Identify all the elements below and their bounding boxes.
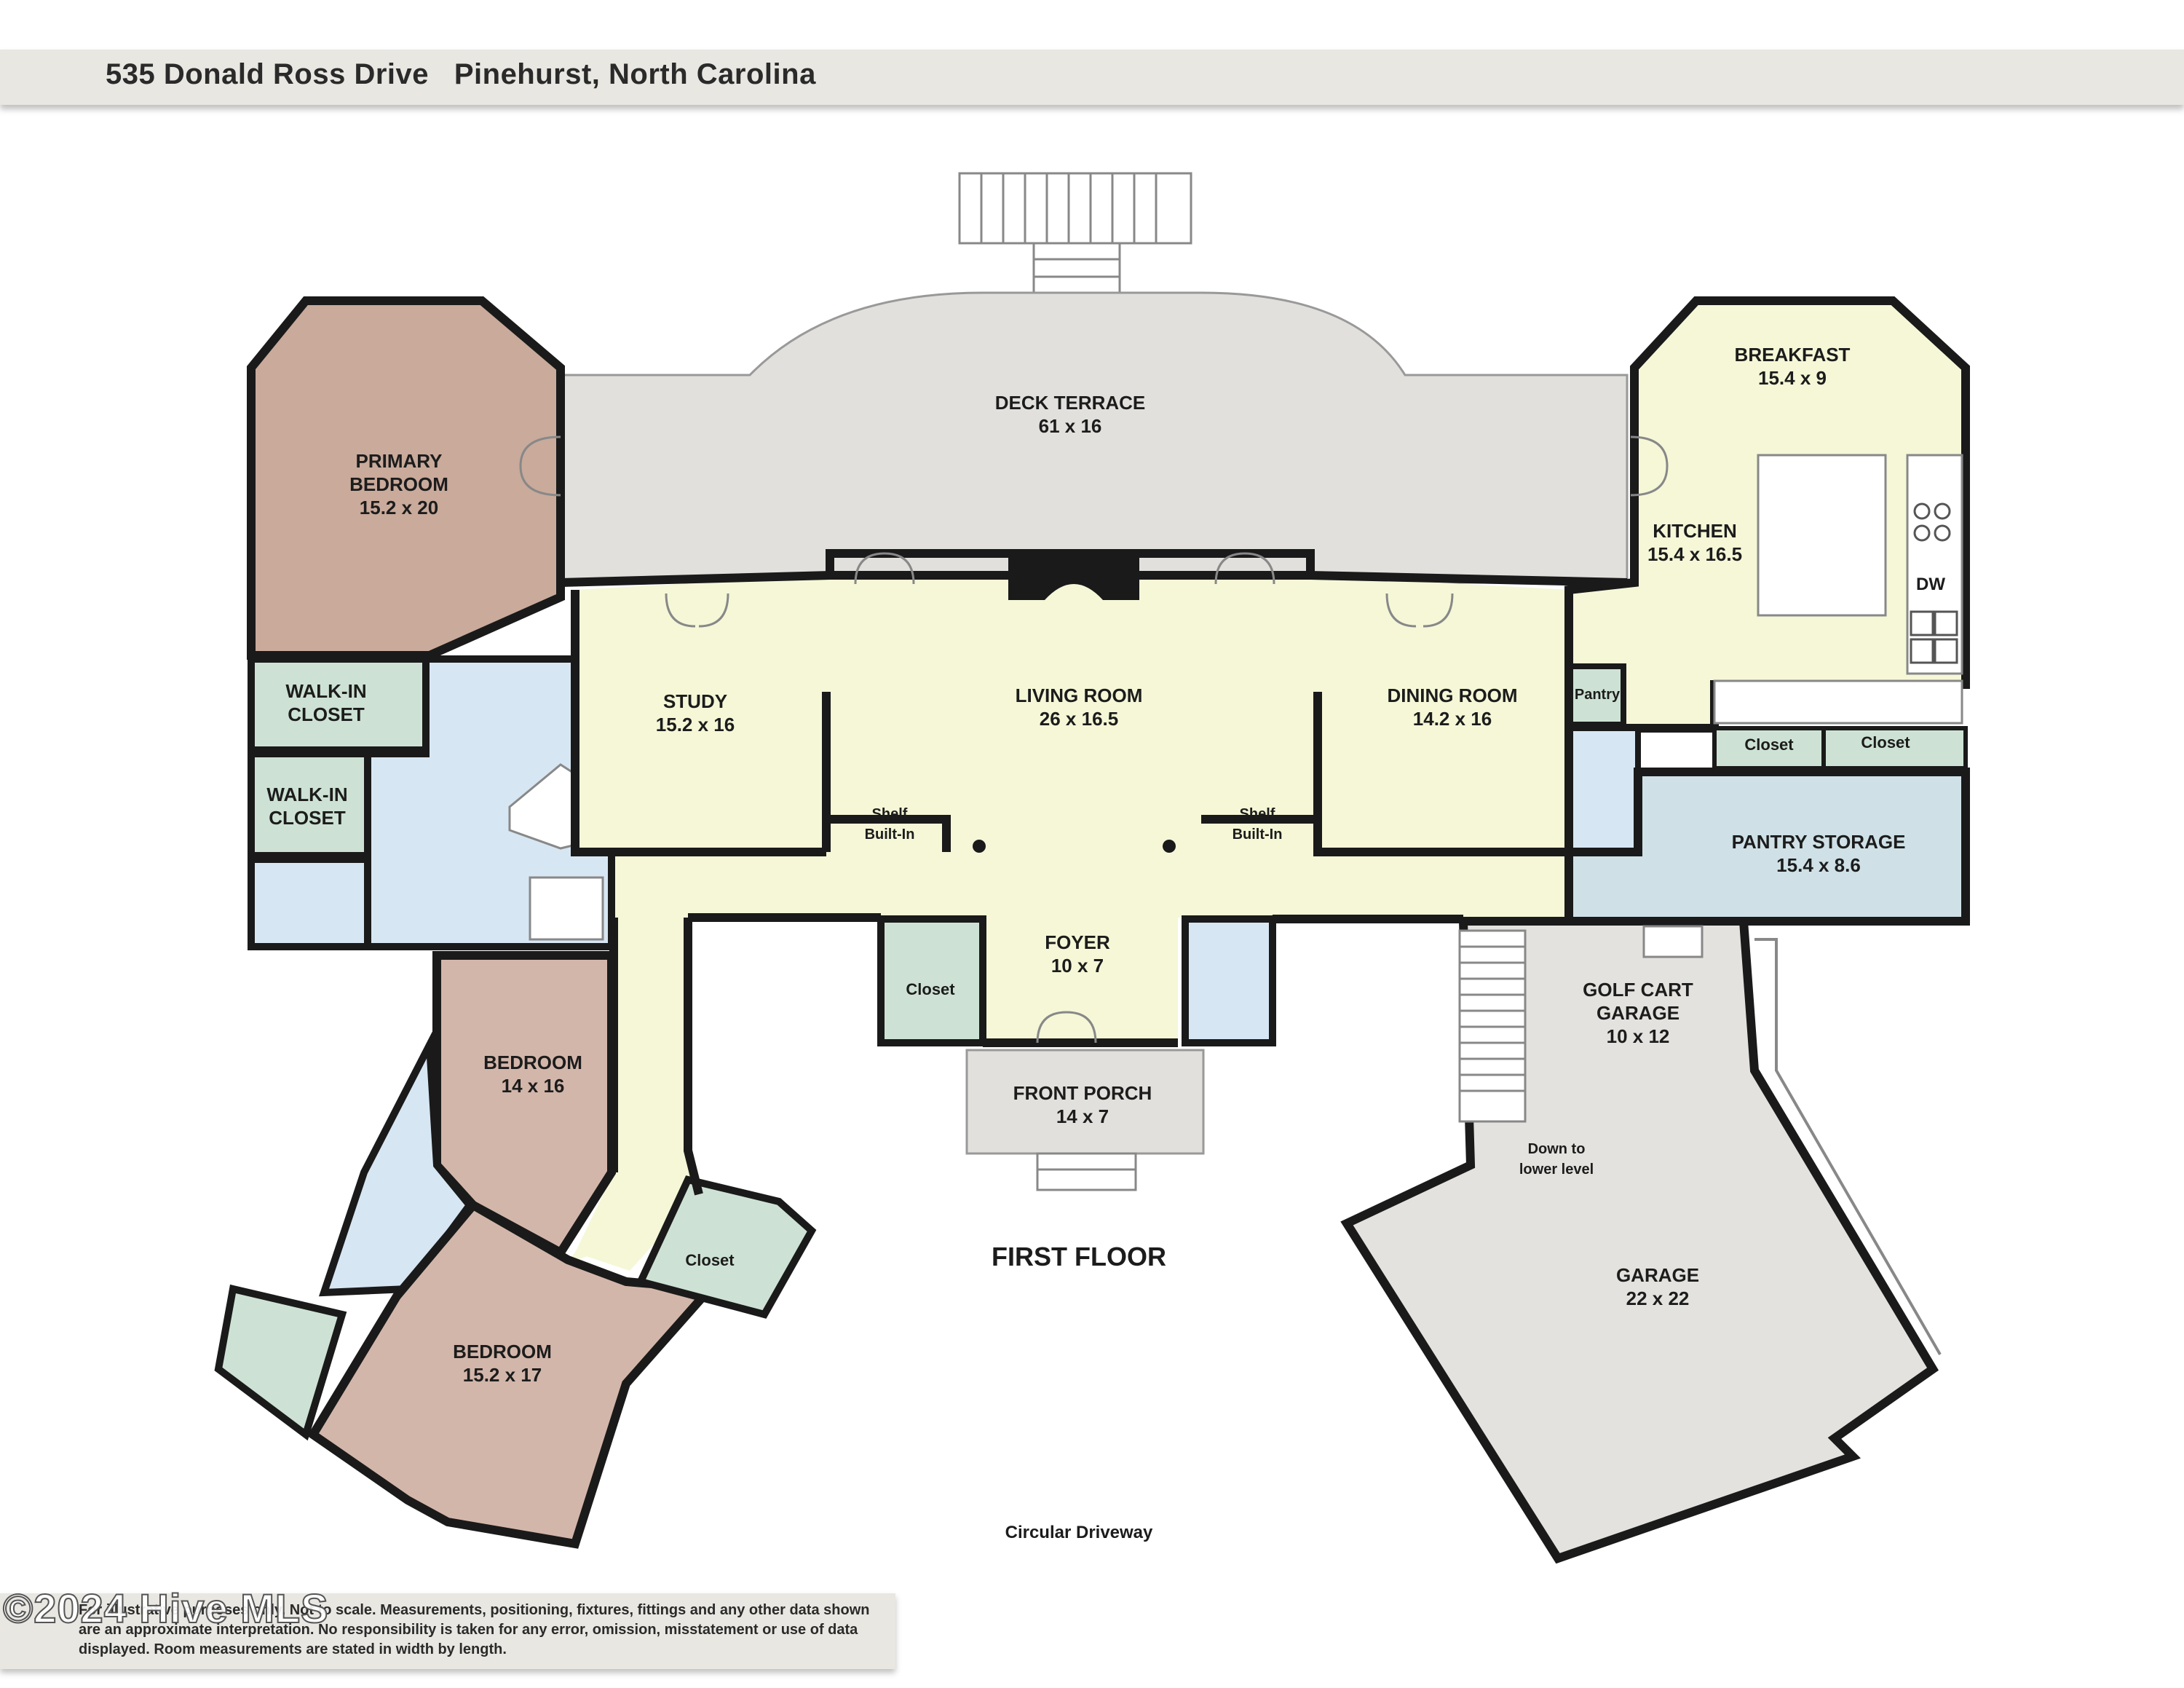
dining-room-dims: 14.2 x 16 (1413, 708, 1492, 730)
foyer-closet (877, 915, 986, 1046)
golf-cart-garage-dims: 10 x 12 (1607, 1025, 1670, 1047)
dishwasher-label: DW (1916, 575, 1945, 594)
shelf-right-label-1: Shelf (1240, 806, 1275, 822)
closet-kitchen-2 (1821, 726, 1968, 770)
primary-bedroom-label-2: BEDROOM (349, 473, 448, 495)
deck-stairs (958, 172, 1192, 296)
front-porch-dims: 14 x 7 (1056, 1105, 1109, 1127)
primary-bedroom-dims: 15.2 x 20 (360, 497, 438, 518)
primary-bedroom-label-1: PRIMARY (356, 450, 443, 472)
front-porch (965, 1049, 1205, 1155)
garage-dims: 22 x 22 (1626, 1287, 1690, 1309)
deck-terrace-dims: 61 x 16 (1039, 415, 1102, 437)
column-right (1163, 840, 1176, 853)
bedroom-2-label: BEDROOM (453, 1341, 552, 1362)
study-dims: 15.2 x 16 (656, 714, 735, 735)
pantry-storage-dims: 15.4 x 8.6 (1776, 854, 1861, 876)
pantry-label: Pantry (1575, 687, 1621, 703)
shower-bench (529, 876, 604, 941)
page-title: 535 Donald Ross Drive Pinehurst, North C… (106, 58, 816, 90)
kitchen-counter-bottom (1713, 679, 1963, 725)
study-label: STUDY (663, 690, 727, 712)
porch-steps (1036, 1152, 1137, 1191)
bedroom-2-dims: 15.2 x 17 (463, 1364, 542, 1386)
cooktop-icon (1913, 502, 1951, 542)
sink-icon (1910, 610, 1958, 664)
title-bar: 535 Donald Ross Drive Pinehurst, North C… (0, 50, 2184, 105)
study-floor (575, 590, 826, 852)
bedroom-2 (306, 1199, 719, 1549)
pantry-storage-label: PANTRY STORAGE (1732, 831, 1906, 853)
hallway-floor (575, 903, 699, 1271)
foyer-label: FOYER (1045, 931, 1110, 953)
bedroom-1-dims: 14 x 16 (502, 1075, 565, 1097)
deck-terrace (559, 291, 1629, 584)
bedroom-1-label: BEDROOM (483, 1052, 582, 1073)
small-closet-lower-left (214, 1284, 347, 1441)
floor-label: FIRST FLOOR (992, 1242, 1166, 1271)
stairs-down (1458, 929, 1527, 1123)
half-bath-kitchen (1566, 725, 1641, 855)
walkin-closet-2-label-1: WALK-IN (266, 784, 347, 805)
hall-closet-label: Closet (685, 1251, 735, 1269)
foyer-dims: 10 x 7 (1051, 955, 1104, 977)
dining-room-label: DINING ROOM (1387, 685, 1517, 706)
closet-kitchen-1-label: Closet (1744, 735, 1794, 754)
doors (519, 435, 1669, 1044)
living-room-dims: 26 x 16.5 (1040, 708, 1118, 730)
walkin-closet-1-label-2: CLOSET (288, 703, 365, 725)
shelf-right-label-2: Built-In (1233, 827, 1283, 843)
driveway-label: Circular Driveway (1005, 1523, 1153, 1542)
kitchen-dims: 15.4 x 16.5 (1647, 543, 1742, 565)
stairs-down-label-1: Down to (1528, 1141, 1586, 1157)
deck-terrace-label: DECK TERRACE (995, 392, 1146, 414)
kitchen-label: KITCHEN (1653, 520, 1737, 542)
shelf-left-label-1: Shelf (872, 806, 908, 822)
walkin-closet-1-label-1: WALK-IN (285, 680, 366, 702)
pantry (1566, 663, 1626, 727)
walls (560, 549, 1628, 1196)
primary-wc (248, 856, 371, 950)
stairs-down-label-2: lower level (1519, 1162, 1594, 1178)
foyer-bath (1182, 915, 1276, 1046)
column-left (973, 840, 986, 853)
hall-closet (635, 1175, 817, 1319)
garage-label: GARAGE (1616, 1264, 1699, 1286)
golf-cart-garage-label-1: GOLF CART (1583, 979, 1693, 1001)
kitchen-island (1757, 454, 1887, 617)
garage-door-track (1754, 938, 1942, 1355)
shelf-left-label-2: Built-In (865, 827, 915, 843)
kitchen-counter (1906, 454, 1963, 675)
disclaimer-box: For illustrative purposes only. Not to s… (0, 1593, 895, 1669)
breakfast-dims: 15.4 x 9 (1758, 367, 1827, 389)
closet-kitchen-2-label: Closet (1861, 733, 1910, 752)
foyer-floor (983, 918, 1178, 1043)
closet-kitchen-1 (1712, 726, 1826, 770)
breakfast-label: BREAKFAST (1735, 344, 1851, 366)
disclaimer-text: For illustrative purposes only. Not to s… (79, 1602, 870, 1657)
garage-step (1642, 925, 1704, 958)
foyer-closet-label: Closet (906, 980, 955, 998)
living-room-label: LIVING ROOM (1016, 685, 1143, 706)
front-porch-label: FRONT PORCH (1013, 1082, 1152, 1104)
golf-cart-garage-label-2: GARAGE (1597, 1002, 1679, 1024)
watermark: ©2024 Hive MLS (2, 1585, 329, 1632)
walkin-closet-2-label-2: CLOSET (269, 807, 346, 829)
